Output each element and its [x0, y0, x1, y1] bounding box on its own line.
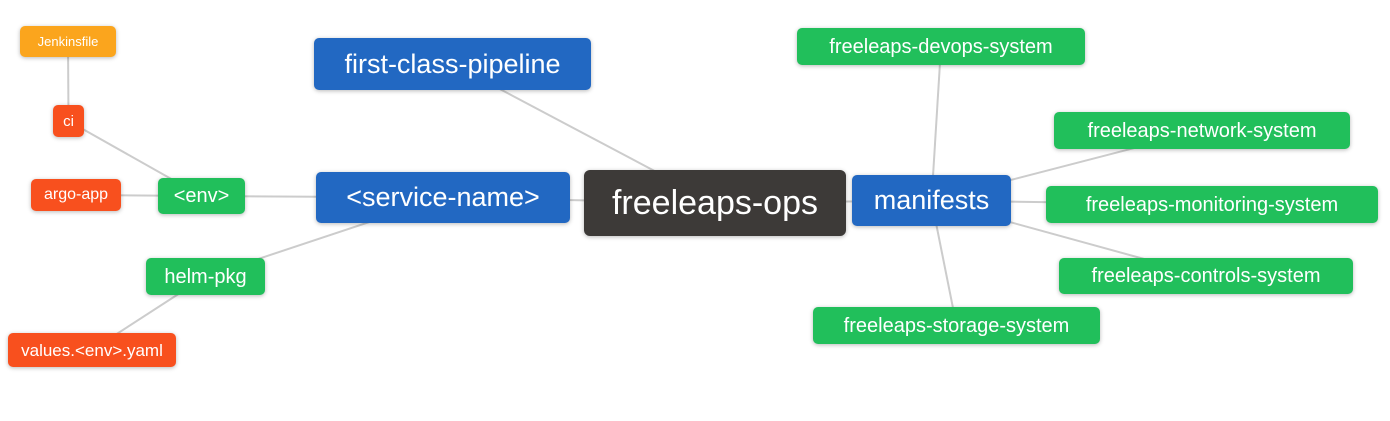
node-ci[interactable]: ci [53, 105, 84, 137]
node-devops-system[interactable]: freeleaps-devops-system [797, 28, 1085, 65]
node-service-name[interactable]: <service-name> [316, 172, 570, 223]
node-values-yaml[interactable]: values.<env>.yaml [8, 333, 176, 367]
node-network-system[interactable]: freeleaps-network-system [1054, 112, 1350, 149]
node-argo-app[interactable]: argo-app [31, 179, 121, 211]
node-manifests[interactable]: manifests [852, 175, 1011, 226]
node-helm-pkg[interactable]: helm-pkg [146, 258, 265, 295]
node-monitoring-system[interactable]: freeleaps-monitoring-system [1046, 186, 1378, 223]
node-env[interactable]: <env> [158, 178, 245, 214]
node-storage-system[interactable]: freeleaps-storage-system [813, 307, 1100, 344]
edge-manifests-devops-system [930, 46, 942, 201]
node-controls-system[interactable]: freeleaps-controls-system [1059, 258, 1353, 294]
node-jenkinsfile[interactable]: Jenkinsfile [20, 26, 116, 57]
node-freeleaps-ops[interactable]: freeleaps-ops [584, 170, 846, 236]
node-first-class-pipeline[interactable]: first-class-pipeline [314, 38, 591, 90]
